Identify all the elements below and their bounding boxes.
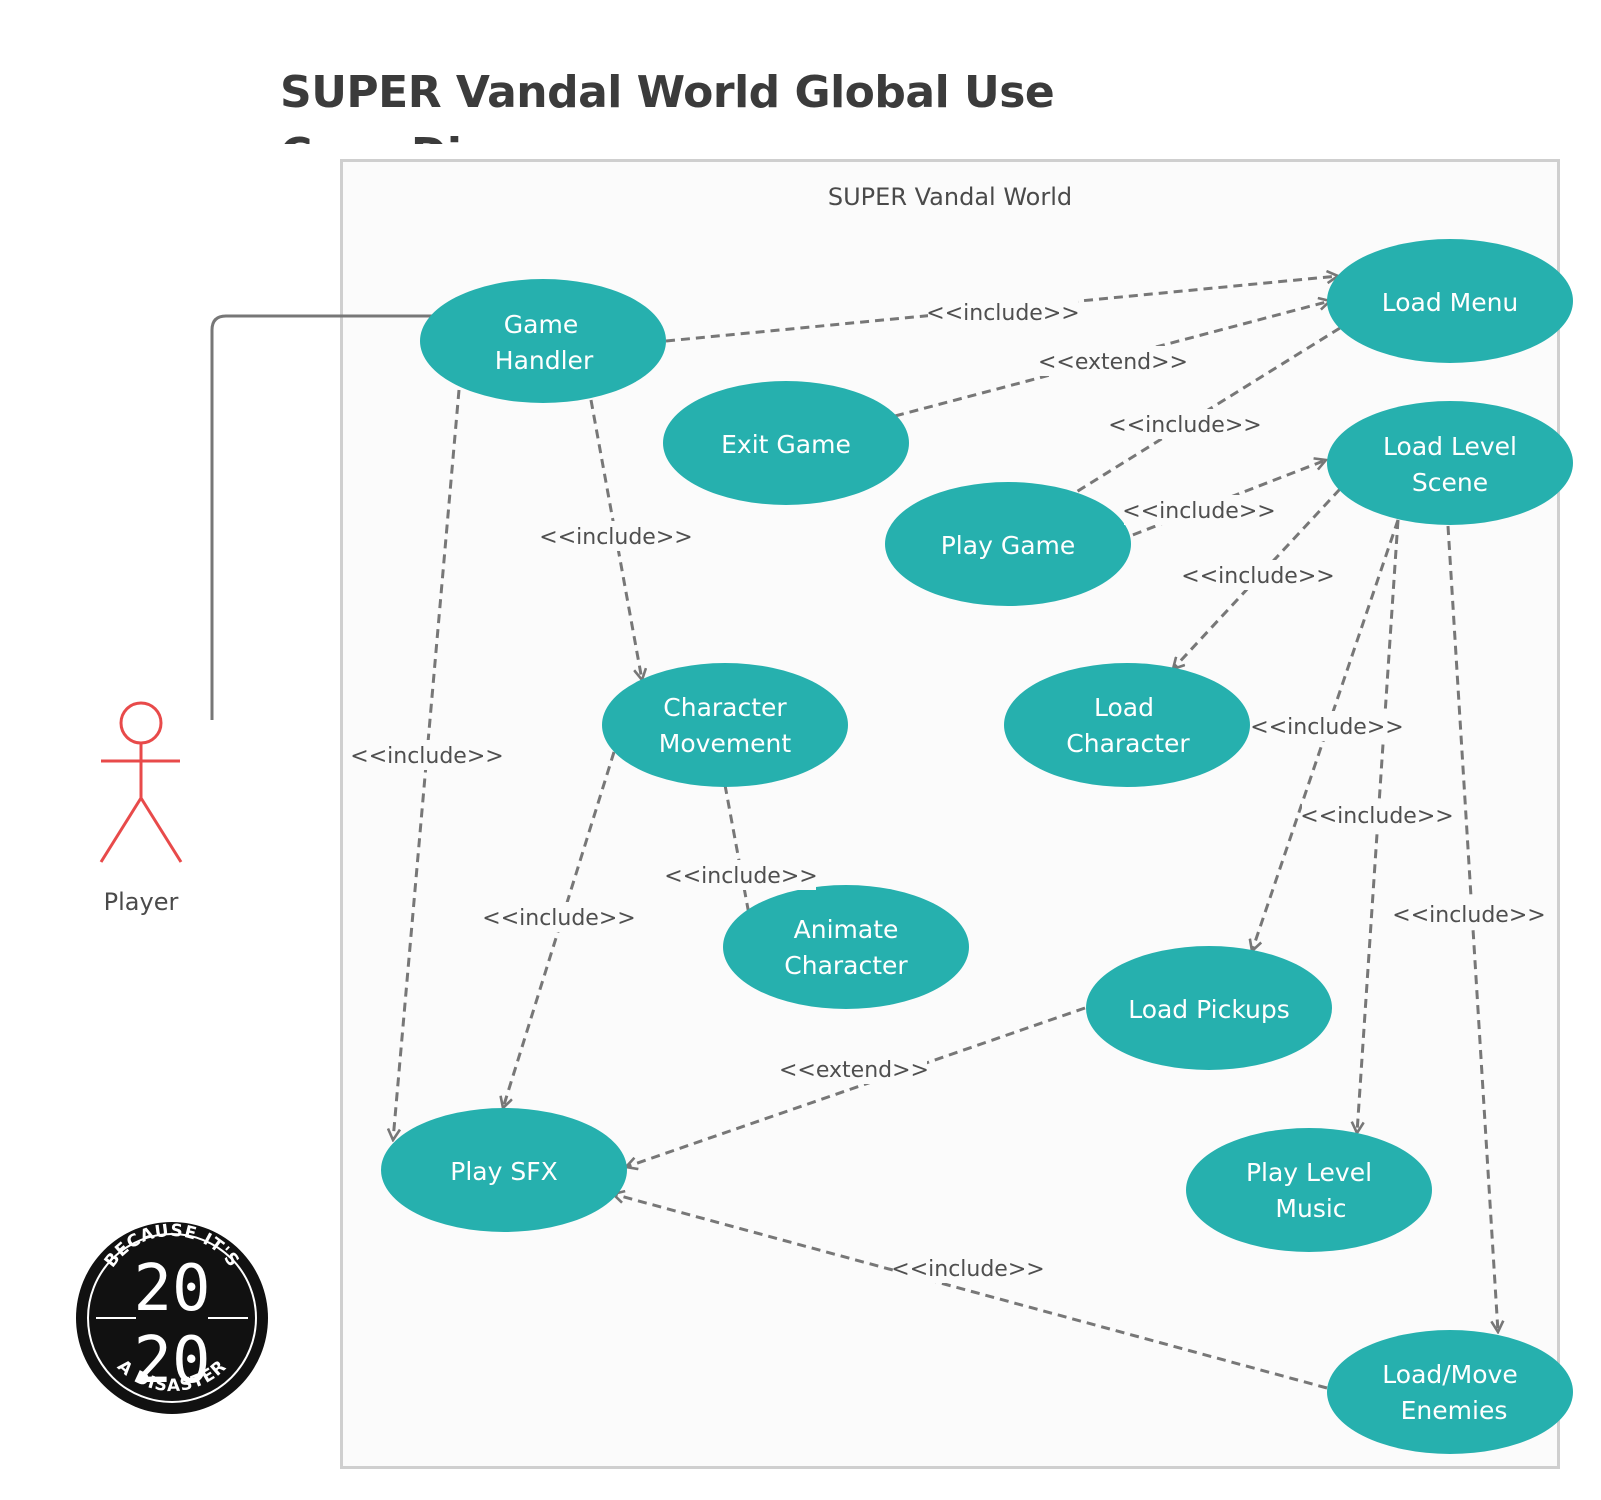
player-actor[interactable]: Player [99,701,183,916]
stick-figure-icon [99,701,183,863]
because-its-2020-badge: BECAUSE IT'S A DISASTER 20 20 [76,1221,268,1414]
use-case-label: Animate [794,915,899,944]
connector-loadpickups-playsfx [626,1006,1086,1167]
use-case-play-level-music[interactable]: Play Level Music [1186,1128,1432,1252]
relation-label-loadlevel-loadcharacter: <<include>> [1181,560,1335,590]
use-case-game-handler[interactable]: Game Handler [420,279,666,403]
badge-year-top: 20 [133,1252,210,1326]
use-case-label: Load Level [1383,432,1517,461]
use-case-label: Character [663,693,787,722]
use-case-label: Character [784,951,908,980]
use-case-animate-character[interactable]: Animate Character [723,885,969,1009]
svg-text:<<include>>: <<include>> [1250,715,1403,740]
relation-label-gamehandler-charmovement: <<include>> [539,521,693,551]
relation-label-charmovement-animatechar: <<include>> [664,860,818,890]
relation-label-loadlevel-loadmoveenemies: <<include>> [1392,899,1546,929]
use-case-label: Play SFX [450,1157,557,1186]
actor-association-line [210,314,432,720]
use-case-label: Movement [659,729,792,758]
page-title: SUPER Vandal World Global Use Case Diagr… [280,67,1055,144]
use-case-load-level-scene[interactable]: Load Level Scene [1327,401,1573,525]
use-case-label: Load Menu [1382,288,1519,317]
relation-label-gamehandler-loadmenu: <<include>> [926,297,1080,327]
use-case-label: Play Level [1246,1158,1372,1187]
svg-text:<<include>>: <<include>> [926,301,1079,326]
svg-text:<<include>>: <<include>> [482,906,635,931]
use-case-load-move-enemies[interactable]: Load/Move Enemies [1327,1330,1573,1454]
relation-label-playgame-loadlevel: <<include>> [1122,495,1276,525]
relation-label-loadlevel-loadpickups: <<include>> [1250,711,1404,741]
relation-label-charmovement-playsfx: <<include>> [482,902,636,932]
use-case-load-character[interactable]: Load Character [1004,663,1250,787]
use-case-load-menu[interactable]: Load Menu [1327,239,1573,363]
use-case-character-movement[interactable]: Character Movement [602,663,848,787]
connector-loadmoveenemies-playsfx [613,1194,1328,1390]
svg-text:<<include>>: <<include>> [1122,499,1275,524]
use-case-load-pickups[interactable]: Load Pickups [1086,946,1332,1070]
relation-label-exitgame-loadmenu: <<extend>> [1038,346,1188,376]
badge-year-bottom: 20 [133,1324,210,1398]
relation-label-loadpickups-playsfx: <<extend>> [779,1054,929,1084]
use-case-label: Game [504,310,578,339]
use-case-play-game[interactable]: Play Game [885,482,1131,606]
relation-label-loadmoveenemies-playsfx: <<include>> [891,1253,1045,1283]
relation-label-gamehandler-playsfx: <<include>> [350,740,504,770]
svg-text:<<include>>: <<include>> [539,525,692,550]
use-case-label: Scene [1412,468,1488,497]
use-case-label: Character [1066,729,1190,758]
svg-text:<<include>>: <<include>> [891,1257,1044,1282]
svg-text:<<include>>: <<include>> [1300,804,1453,829]
relation-label-loadlevel-playlevelmusic: <<include>> [1300,800,1454,830]
use-case-label: Handler [495,346,594,375]
use-case-label: Load Pickups [1128,995,1290,1024]
use-case-label: Music [1275,1194,1346,1223]
svg-text:<<include>>: <<include>> [1108,413,1261,438]
svg-text:<<extend>>: <<extend>> [779,1058,929,1083]
actor-label: Player [104,888,179,916]
svg-text:<<include>>: <<include>> [1392,903,1545,928]
svg-text:<<include>>: <<include>> [350,744,503,769]
use-case-label: Load/Move [1382,1360,1517,1389]
use-case-label: Play Game [941,531,1076,560]
system-boundary-label: SUPER Vandal World [827,183,1073,211]
svg-text:<<include>>: <<include>> [1181,564,1334,589]
use-case-play-sfx[interactable]: Play SFX [381,1108,627,1232]
relation-label-loadmenu-playgame: <<include>> [1108,409,1262,439]
svg-text:<<include>>: <<include>> [664,864,817,889]
use-case-label: Enemies [1401,1396,1508,1425]
use-case-label: Exit Game [721,430,851,459]
use-case-exit-game[interactable]: Exit Game [663,381,909,505]
use-case-label: Load [1094,693,1154,722]
svg-text:<<extend>>: <<extend>> [1038,350,1188,375]
